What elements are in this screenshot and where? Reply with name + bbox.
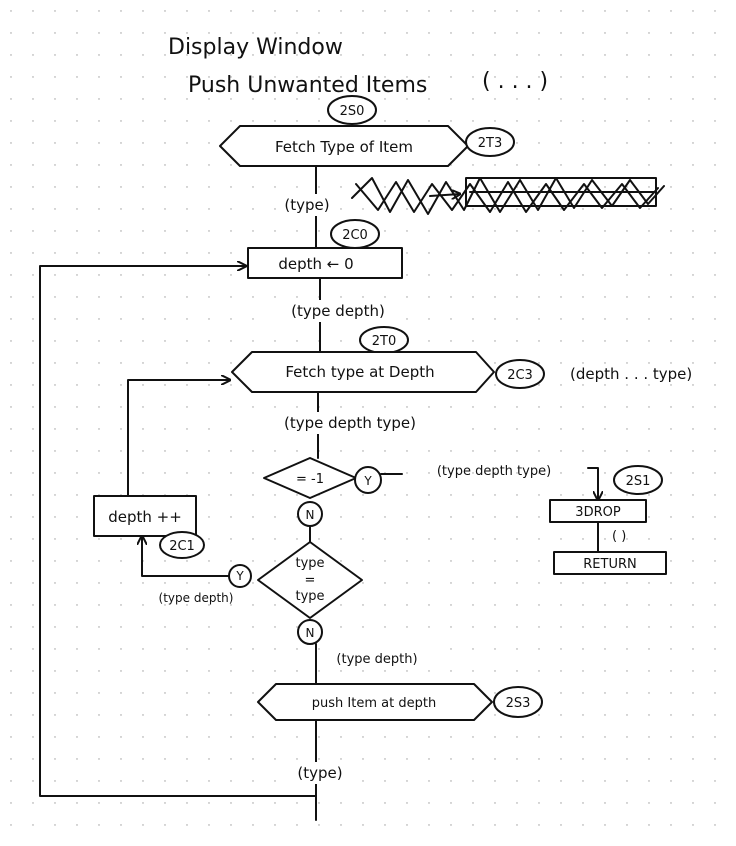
- edge-label-empty-stack: ( ): [612, 529, 626, 544]
- ref-label: 2C3: [507, 368, 533, 383]
- tag-bubble: [613, 465, 663, 495]
- no-bubble: [297, 619, 323, 645]
- edge-label-type-depth-type: (type depth type): [284, 414, 416, 432]
- node-label: push Item at depth: [312, 696, 436, 711]
- three-drop-node: 2S1 3DROP: [549, 465, 663, 523]
- tag-label: 2C0: [342, 228, 368, 243]
- decision-diamond: [257, 541, 363, 619]
- edge-label-bg: [272, 300, 404, 322]
- stack-note: (depth . . . type): [570, 365, 692, 383]
- type-eq-decision: type = type Y N: [228, 541, 363, 645]
- process-box: [247, 247, 403, 279]
- node-label: Fetch Type of Item: [275, 138, 413, 156]
- return-node: RETURN: [553, 551, 667, 575]
- display-shape: [231, 351, 495, 393]
- eq-neg1-decision: = -1 Y N: [263, 457, 382, 527]
- edge-label-yes: (type depth type): [437, 464, 551, 479]
- node-label: depth ← 0: [278, 255, 353, 273]
- node-label: depth ++: [108, 508, 182, 526]
- tag-label: 2S1: [626, 474, 651, 489]
- depth-init-node: 2C0 depth ← 0: [247, 219, 403, 279]
- decision-line1: type: [295, 556, 324, 571]
- edge-label-type: (type): [284, 196, 329, 214]
- loop-connector-up: [142, 535, 230, 577]
- edge-label-bg: [276, 194, 338, 216]
- diagram-subtitle-args: ( . . . ): [482, 69, 548, 94]
- edge-label-loop: (type depth): [159, 591, 234, 605]
- tag-label: 2T0: [372, 334, 396, 349]
- edge-label-bg: [286, 762, 354, 784]
- process-box: [93, 495, 197, 537]
- edge-label-bg: [322, 648, 432, 668]
- ref-label: 2T3: [478, 136, 502, 151]
- tag-bubble: [327, 95, 377, 125]
- yes-bubble: [354, 466, 382, 494]
- ref-bubble: [493, 686, 543, 718]
- decision-line2: =: [305, 573, 316, 588]
- yes-label: Y: [363, 474, 372, 488]
- edge-label-type-depth: (type depth): [291, 302, 385, 320]
- yes-connector: [587, 467, 598, 501]
- push-item-node: push Item at depth 2S3: [257, 683, 543, 721]
- node-label: RETURN: [583, 557, 636, 572]
- yes-label: Y: [235, 569, 244, 583]
- fetch-type-at-depth-node: 2T0 Fetch type at Depth 2C3 (depth . . .…: [231, 326, 692, 393]
- display-shape: [219, 125, 469, 167]
- diagram-title: Display Window: [168, 35, 343, 60]
- edge-label-push: (type depth): [336, 652, 417, 667]
- process-box: [553, 551, 667, 575]
- decision-diamond: [263, 457, 357, 499]
- fetch-type-node: 2S0 Fetch Type of Item 2T3: [219, 95, 515, 167]
- loop-connector-back: [127, 380, 231, 497]
- ref-label: 2S3: [506, 696, 531, 711]
- depth-inc-node: depth ++ 2C1: [93, 495, 205, 559]
- edge-label-final: (type): [297, 764, 342, 782]
- decision-label: = -1: [296, 472, 324, 487]
- tag-label: 2S0: [340, 104, 365, 119]
- no-label: N: [306, 508, 315, 522]
- no-label: N: [306, 626, 315, 640]
- ref-bubble: [159, 531, 205, 559]
- node-label: 3DROP: [575, 505, 621, 520]
- diagram-subtitle: Push Unwanted Items: [188, 73, 427, 98]
- decision-line3: type: [295, 589, 324, 604]
- edge-label-bg: [248, 412, 454, 434]
- ref-label: 2C1: [169, 539, 195, 554]
- ref-bubble: [495, 359, 545, 389]
- ref-bubble: [465, 127, 515, 157]
- scribble-mark: [351, 177, 665, 215]
- node-label: Fetch type at Depth: [285, 363, 434, 381]
- display-shape: [257, 683, 493, 721]
